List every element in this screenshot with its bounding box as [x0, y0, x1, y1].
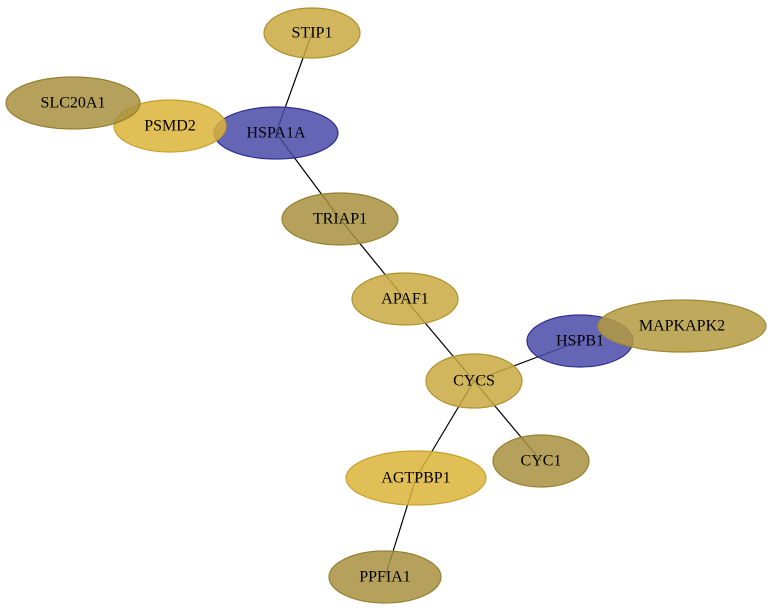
- node-cyc1[interactable]: CYC1: [492, 434, 590, 488]
- node-label: AGTPBP1: [381, 470, 450, 487]
- node-ellipse: [425, 353, 523, 409]
- node-psmd2[interactable]: PSMD2: [113, 99, 227, 153]
- node-ellipse: [492, 434, 590, 488]
- node-label: APAF1: [381, 291, 428, 308]
- node-label: SLC20A1: [41, 95, 106, 112]
- node-stip1[interactable]: STIP1: [263, 7, 361, 59]
- node-slc20a1[interactable]: SLC20A1: [5, 76, 141, 130]
- node-label: STIP1: [292, 25, 333, 42]
- node-ellipse: [345, 450, 487, 506]
- node-ellipse: [113, 99, 227, 153]
- node-hspa1a[interactable]: HSPA1A: [213, 106, 339, 160]
- node-agtpbp1[interactable]: AGTPBP1: [345, 450, 487, 506]
- node-ellipse: [281, 192, 399, 246]
- node-cycs[interactable]: CYCS: [425, 353, 523, 409]
- node-ellipse: [328, 550, 442, 604]
- node-label: HSPA1A: [247, 125, 306, 142]
- node-ellipse: [5, 76, 141, 130]
- node-label: TRIAP1: [313, 211, 367, 228]
- node-ellipse: [263, 7, 361, 59]
- node-label: HSPB1: [556, 333, 604, 350]
- node-label: CYC1: [521, 453, 562, 470]
- node-apaf1[interactable]: APAF1: [351, 272, 459, 326]
- node-label: PSMD2: [144, 118, 196, 135]
- node-ellipse: [597, 299, 767, 353]
- node-triap1[interactable]: TRIAP1: [281, 192, 399, 246]
- node-label: PPFIA1: [359, 569, 411, 586]
- node-mapkapk2[interactable]: MAPKAPK2: [597, 299, 767, 353]
- node-ellipse: [351, 272, 459, 326]
- node-ppfia1[interactable]: PPFIA1: [328, 550, 442, 604]
- node-label: MAPKAPK2: [639, 318, 725, 335]
- node-label: CYCS: [453, 373, 495, 390]
